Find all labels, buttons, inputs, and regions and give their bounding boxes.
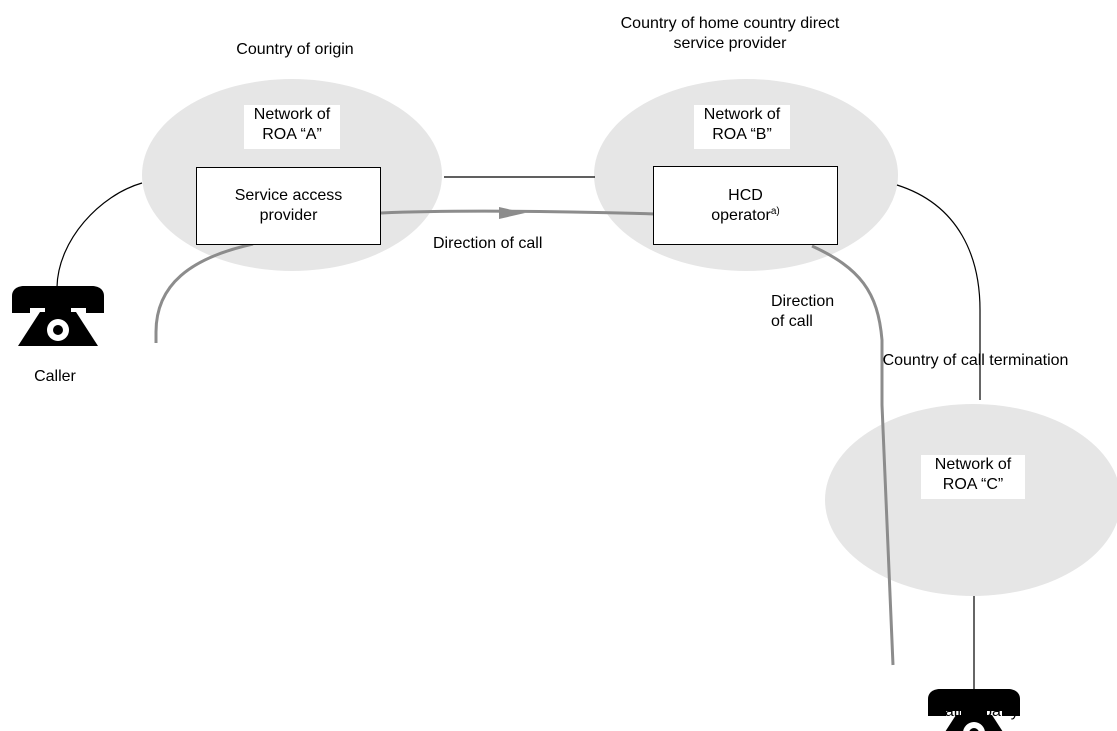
network-b-line2: ROA “B” xyxy=(712,126,772,143)
service-access-provider-box: Service access provider xyxy=(196,167,381,245)
network-a-label: Network of ROA “A” xyxy=(244,105,340,149)
country-hcd-label-line1: Country of home country direct xyxy=(620,15,840,32)
network-a-line2: ROA “A” xyxy=(262,126,322,143)
arrowhead-icon xyxy=(499,207,525,219)
network-b-label: Network of ROA “B” xyxy=(694,105,790,149)
hcd-line1: HCD xyxy=(728,186,763,204)
network-c-label: Network of ROA “C” xyxy=(921,455,1025,499)
hcd-operator-text: operator xyxy=(711,206,771,224)
network-c-line2: ROA “C” xyxy=(942,476,1004,493)
network-c-line1: Network of xyxy=(934,456,1012,473)
telephone-icon xyxy=(12,286,104,346)
country-hcd-label: Country of home country direct service p… xyxy=(575,14,885,54)
network-ellipse-c xyxy=(825,404,1117,596)
service-access-line2: provider xyxy=(259,207,318,224)
hcd-operator-box: HCD operatora) xyxy=(653,166,838,245)
direction-vertical-line2: of call xyxy=(771,313,813,330)
network-b-line1: Network of xyxy=(703,106,781,123)
service-access-line1: Service access xyxy=(234,187,343,204)
direction-horizontal-label: Direction of call xyxy=(433,235,543,252)
telephone-icon xyxy=(928,689,1020,731)
called-party-label: Called party xyxy=(933,703,1019,720)
country-origin-label: Country of origin xyxy=(236,41,354,58)
call-path-origin xyxy=(154,242,254,343)
call-path-termination xyxy=(811,244,895,666)
direction-vertical-line1: Direction xyxy=(771,293,835,310)
footnote-marker: a) xyxy=(770,205,780,217)
caller-label: Caller xyxy=(34,368,76,385)
direction-vertical-label: Direction of call xyxy=(771,292,834,332)
caller-line xyxy=(56,182,143,288)
country-termination-label: Country of call termination xyxy=(882,352,1069,369)
termination-line xyxy=(896,184,981,400)
network-a-line1: Network of xyxy=(253,106,331,123)
hcd-line2: operatora) xyxy=(711,206,780,226)
country-hcd-label-line2: service provider xyxy=(673,35,787,52)
